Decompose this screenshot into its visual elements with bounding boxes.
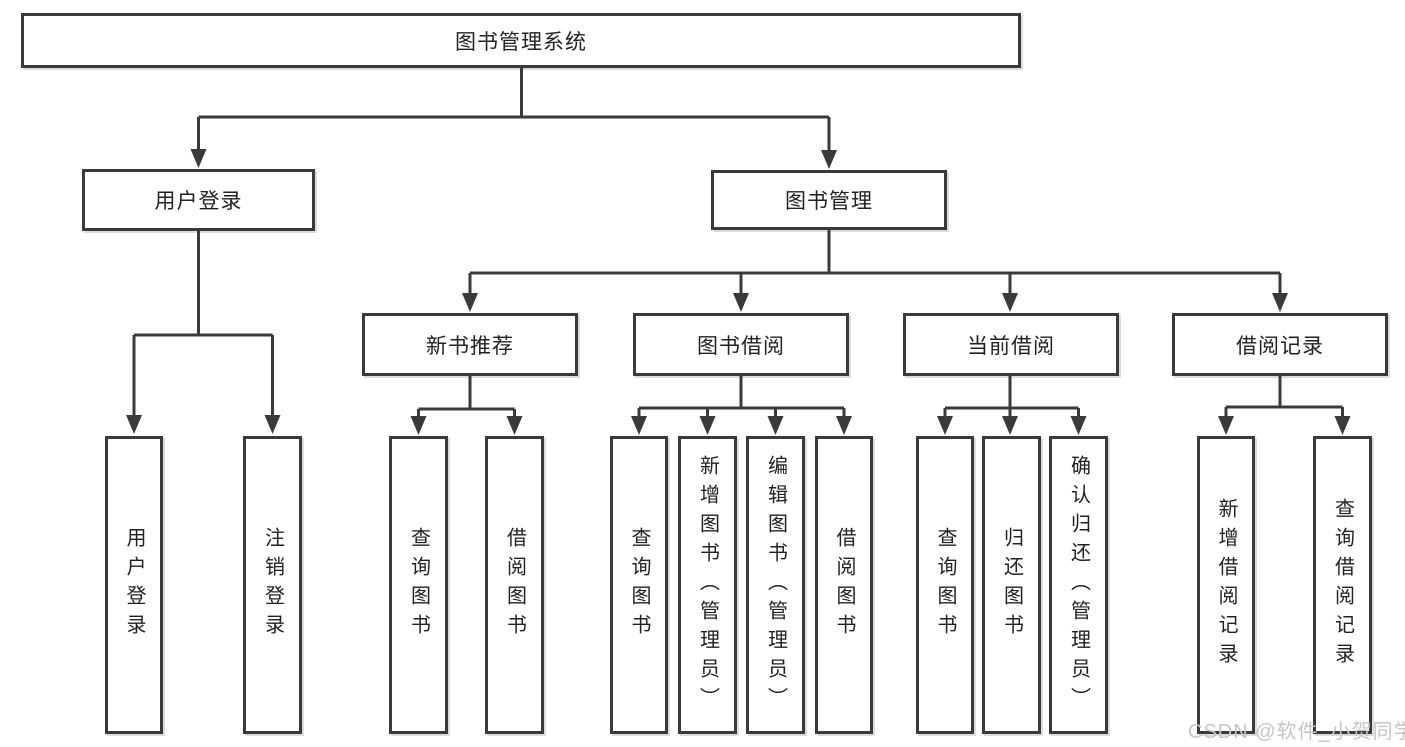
- leaf-return-books: 归还图书: [982, 436, 1041, 734]
- node-book-borrowing: 图书借阅: [633, 313, 849, 376]
- leaf-borrow-books: 借阅图书: [815, 436, 873, 734]
- leaf-query-books-recommend: 查询图书: [389, 436, 448, 734]
- arrowhead-icon: [410, 416, 427, 435]
- node-current-borrowing: 当前借阅: [903, 313, 1119, 376]
- node-book-management: 图书管理: [711, 170, 947, 230]
- arrowhead-icon: [1218, 416, 1234, 435]
- leaf-confirm-return-admin: 确认归还（管理员）: [1049, 436, 1108, 734]
- arrowhead-icon: [1334, 416, 1351, 435]
- node-library-management-system: 图书管理系统: [21, 13, 1021, 68]
- arrowhead-icon: [699, 416, 716, 435]
- arrowhead-icon: [506, 416, 523, 435]
- arrowhead-icon: [767, 416, 784, 435]
- watermark-text: CSDN @软件_小贺同学: [1188, 721, 1405, 743]
- arrowhead-icon: [821, 150, 837, 169]
- node-borrowing-records: 借阅记录: [1172, 313, 1388, 376]
- arrowhead-icon: [937, 416, 953, 435]
- arrowhead-icon: [733, 293, 749, 312]
- arrowhead-icon: [1070, 416, 1087, 435]
- leaf-query-books-current: 查询图书: [916, 436, 974, 734]
- leaf-borrow-books-recommend: 借阅图书: [485, 436, 544, 734]
- leaf-add-books-admin: 新增图书（管理员）: [678, 436, 737, 734]
- leaf-query-books-borrowing: 查询图书: [610, 436, 668, 734]
- leaf-edit-books-admin: 编辑图书（管理员）: [746, 436, 805, 734]
- arrowhead-icon: [631, 416, 647, 435]
- leaf-add-borrow-record: 新增借阅记录: [1197, 436, 1255, 734]
- leaf-query-borrow-record: 查询借阅记录: [1313, 436, 1372, 734]
- node-user-login: 用户登录: [82, 169, 315, 231]
- arrowhead-icon: [462, 293, 478, 312]
- arrowhead-icon: [836, 416, 852, 435]
- leaf-user-login: 用户登录: [105, 436, 163, 734]
- node-new-book-recommendation: 新书推荐: [362, 313, 578, 376]
- leaf-logout: 注销登录: [243, 436, 302, 734]
- arrowhead-icon: [1272, 293, 1288, 312]
- arrowhead-icon: [190, 149, 207, 168]
- arrowhead-icon: [1002, 293, 1018, 312]
- arrowhead-icon: [126, 415, 142, 434]
- arrowhead-icon: [1002, 416, 1018, 435]
- arrowhead-icon: [264, 415, 281, 434]
